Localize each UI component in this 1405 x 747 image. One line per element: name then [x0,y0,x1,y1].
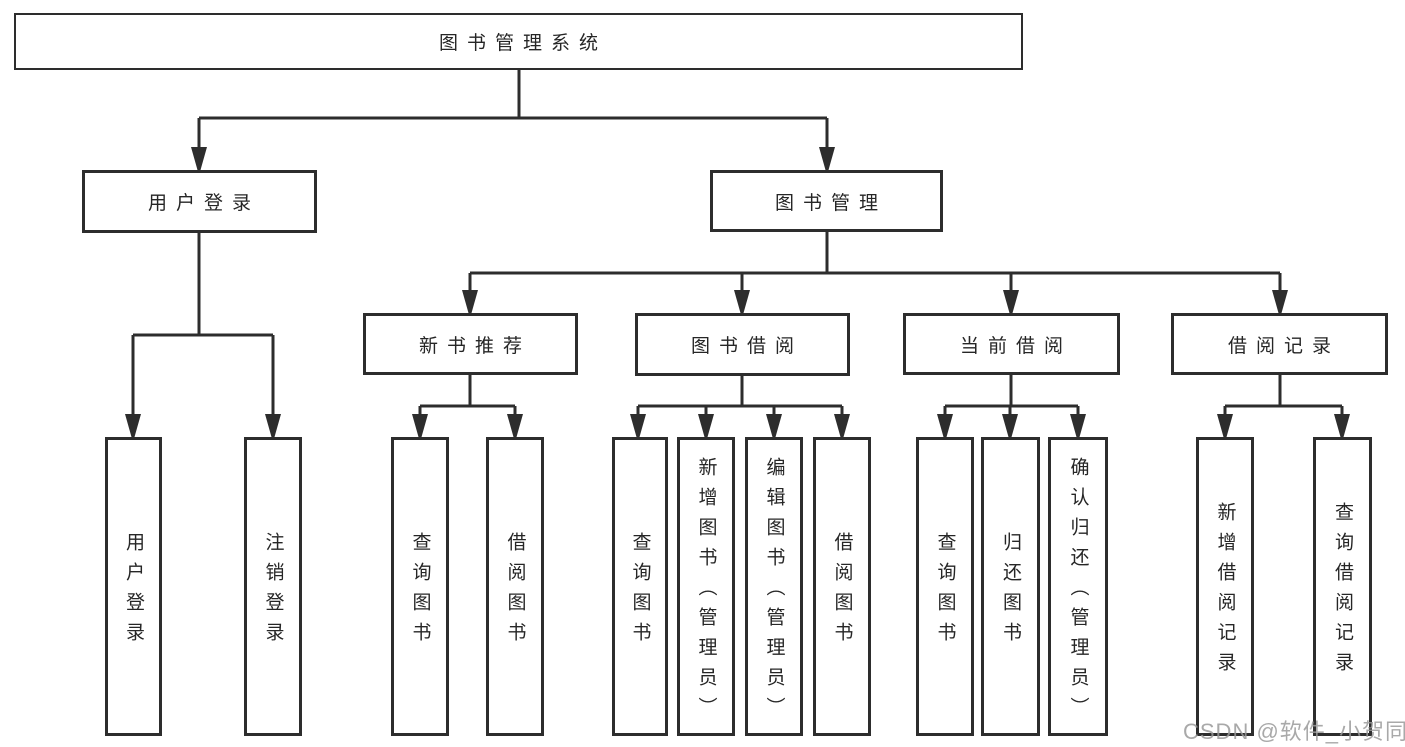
connector-line [636,376,844,418]
arrowhead [412,414,428,437]
connector-lines [131,70,1344,418]
arrowhead [1217,414,1233,437]
connector-line [197,70,829,150]
node-borrow-records: 借阅记录 [1171,313,1388,375]
node-label: 新增图书（管理员） [695,457,717,727]
node-label: 确认归还（管理员） [1067,457,1089,727]
leaf-bb-borrow-books: 借阅图书 [813,437,871,736]
leaf-cb-query-books: 查询图书 [916,437,974,736]
arrowhead [698,414,714,437]
node-label: 查询借阅记录 [1332,502,1353,682]
leaf-nbr-borrow-books: 借阅图书 [486,437,544,736]
node-user-login: 用户登录 [82,170,317,233]
node-label: 编辑图书（管理员） [763,457,785,727]
node-label: 用户登录 [123,532,144,652]
node-label: 归还图书 [1000,532,1021,652]
connector-line [1223,375,1344,418]
arrowhead [734,290,750,313]
node-label: 查询图书 [629,532,651,652]
leaf-bb-query-books: 查询图书 [612,437,668,736]
node-label: 当前借阅 [959,335,1072,357]
leaf-cb-confirm-return-admin: 确认归还（管理员） [1048,437,1108,736]
node-label: 注销登录 [262,532,284,652]
arrowhead [191,147,207,170]
arrowhead [766,414,782,437]
csdn-watermark: CSDN @软件_小贺同学 [1183,719,1405,744]
arrowhead [819,147,835,170]
arrowhead [630,414,646,437]
node-label: 图书借阅 [690,336,803,357]
node-book-mgmt: 图书管理 [710,170,943,232]
arrowhead [462,290,478,313]
leaf-br-query-record: 查询借阅记录 [1313,437,1372,736]
leaf-logout: 注销登录 [244,437,302,736]
arrowheads [125,147,1350,437]
node-label: 借阅图书 [504,532,526,652]
arrowhead [834,414,850,437]
node-label: 新书推荐 [418,335,531,357]
arrowhead [1272,290,1288,313]
connector-line [943,375,1080,418]
node-label: 查询图书 [934,532,956,652]
arrowhead [1003,290,1019,313]
node-label: 用户登录 [147,193,260,214]
node-current-borrow: 当前借阅 [903,313,1120,375]
arrowhead [265,414,281,437]
arrowhead [1070,414,1086,437]
node-root-label: 图书管理系统 [438,33,607,54]
node-label: 图书管理 [774,192,887,214]
arrowhead [125,414,141,437]
node-label: 借阅图书 [831,532,853,652]
arrowhead [1002,414,1018,437]
leaf-user-login: 用户登录 [105,437,162,736]
arrowhead [937,414,953,437]
arrowhead [507,414,523,437]
leaf-bb-add-books-admin: 新增图书（管理员） [677,437,735,736]
leaf-br-add-record: 新增借阅记录 [1196,437,1254,736]
leaf-nbr-query-books: 查询图书 [391,437,449,736]
node-root: 图书管理系统 [14,13,1023,70]
connector-line [418,375,517,418]
node-label: 新增借阅记录 [1214,502,1236,682]
node-label: 查询图书 [409,532,431,652]
node-label: 借阅记录 [1227,335,1340,357]
connector-line [131,233,275,418]
leaf-cb-return-books: 归还图书 [981,437,1040,736]
leaf-bb-edit-books-admin: 编辑图书（管理员） [745,437,803,736]
arrowhead [1334,414,1350,437]
node-book-borrow: 图书借阅 [635,313,850,376]
connector-line [468,232,1282,293]
node-new-book-recommend: 新书推荐 [363,313,578,375]
